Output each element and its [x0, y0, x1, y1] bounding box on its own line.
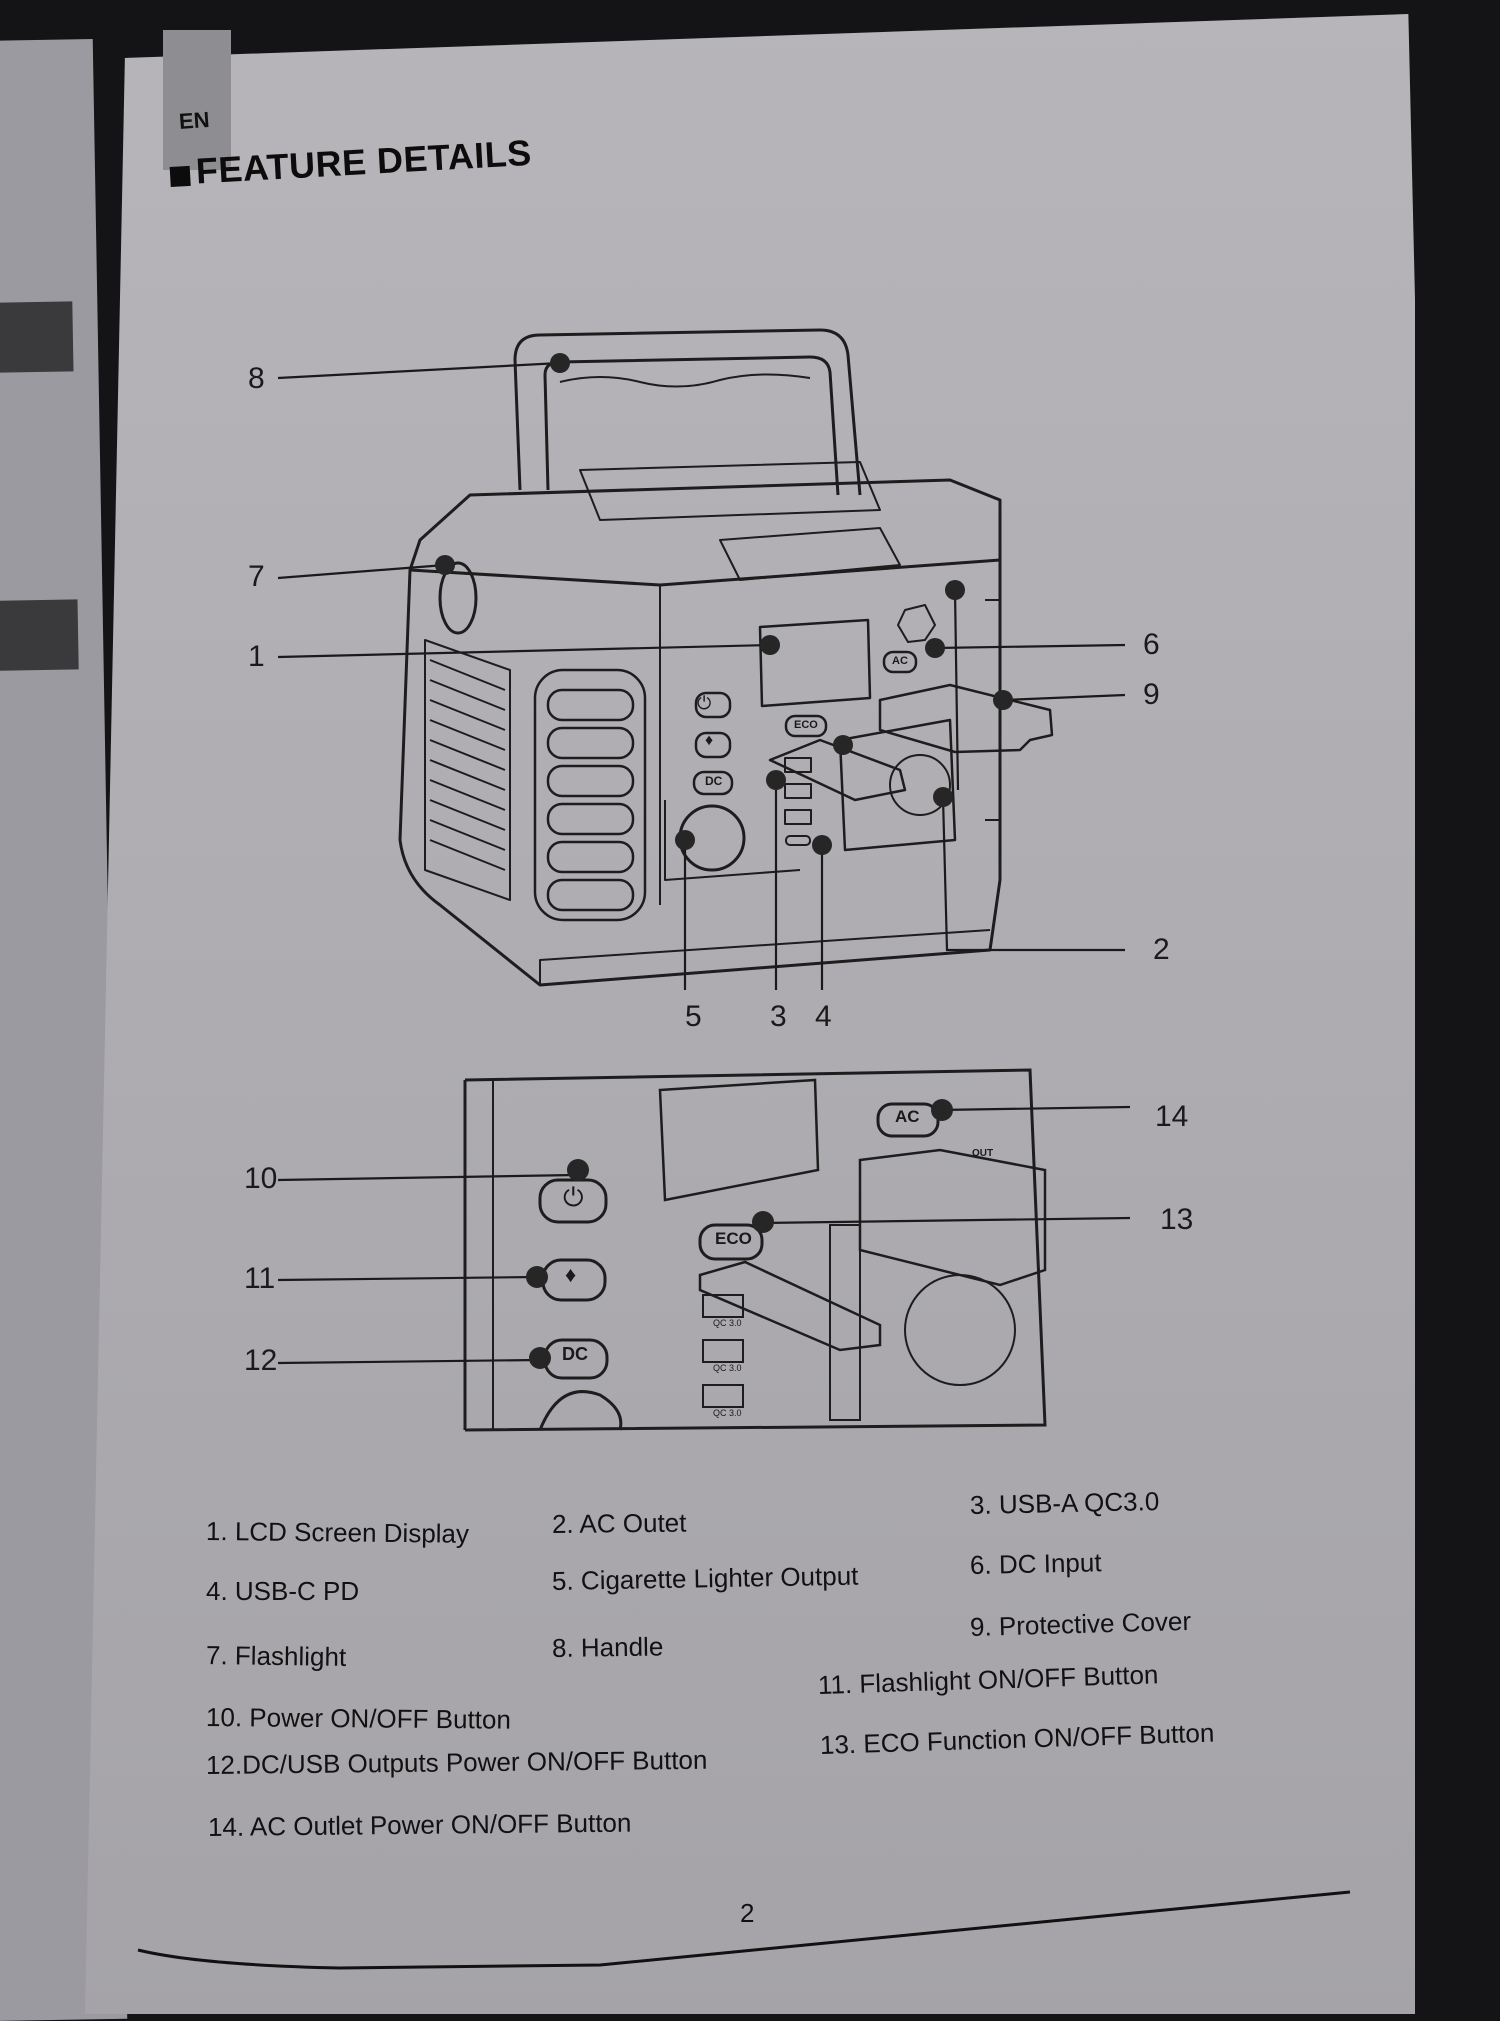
detail-usb-label: QC 3.0	[713, 1318, 742, 1328]
language-tab	[163, 30, 231, 170]
legend-item-8: 8. Handle	[551, 1631, 664, 1663]
detail-lcd	[658, 1078, 820, 1202]
legend-item-12: 12.DC/USB Outputs Power ON/OFF Button	[205, 1744, 708, 1780]
legend-item-6: 6. DC Input	[969, 1547, 1102, 1580]
callout-9: 9	[1143, 678, 1160, 711]
detail-diagram-drawing	[463, 1068, 1047, 1432]
ac-socket	[838, 718, 957, 852]
detail-usb-label: QC 3.0	[713, 1408, 742, 1418]
callout-5: 5	[685, 1000, 702, 1033]
callout-13: 13	[1160, 1203, 1194, 1236]
legend-item-1: 1. LCD Screen Display	[205, 1516, 470, 1549]
footer-rule	[137, 1890, 1351, 1970]
legend-item-4: 4. USB-C PD	[206, 1576, 360, 1606]
detail-usb-cover	[698, 1260, 882, 1352]
legend-item-10: 10. Power ON/OFF Button	[205, 1702, 512, 1735]
callout-11: 11	[244, 1262, 276, 1295]
body-main	[398, 560, 1002, 987]
callout-2: 2	[1153, 933, 1170, 966]
callout-7: 7	[248, 560, 265, 593]
callout-12: 12	[244, 1344, 278, 1377]
manual-page	[85, 14, 1415, 2014]
legend-item-2: 2. AC Outet	[551, 1507, 687, 1539]
usb-cover	[768, 738, 907, 802]
dc-input-port	[897, 604, 936, 643]
flashlight-icon: ♦	[705, 732, 714, 749]
detail-flashlight-icon: ♦	[565, 1262, 577, 1287]
flashlight-lens	[438, 561, 478, 635]
side-slots	[533, 668, 647, 922]
detail-out-label: OUT	[972, 1148, 994, 1159]
detail-ac-label: AC	[895, 1107, 920, 1126]
power-icon: ⏻	[697, 693, 712, 713]
callout-1: 1	[248, 640, 265, 673]
lcd-screen	[758, 618, 872, 708]
detail-power-icon: ⏻	[563, 1182, 584, 1212]
handle-outline	[513, 328, 862, 496]
detail-eco-button	[698, 1223, 764, 1261]
callout-4: 4	[815, 1000, 832, 1033]
legend-item-9: 9. Protective Cover	[969, 1605, 1192, 1642]
legend-item-7: 7. Flashlight	[205, 1640, 347, 1672]
detail-dc-label: DC	[562, 1344, 588, 1364]
callout-10: 10	[244, 1162, 278, 1195]
ac-cover	[878, 683, 1054, 754]
detail-ac-cover	[858, 1148, 1047, 1287]
dc-button-label: DC	[705, 774, 723, 788]
callout-14: 14	[1155, 1100, 1189, 1133]
ac-button-label: AC	[892, 655, 908, 667]
page-number: 2	[740, 1898, 755, 1928]
vent-grille	[424, 639, 511, 901]
callout-8: 8	[248, 362, 265, 395]
callout-3: 3	[770, 1000, 787, 1033]
callout-6: 6	[1143, 628, 1160, 661]
legend-item-5: 5. Cigarette Lighter Output	[551, 1560, 859, 1596]
detail-power-button	[538, 1178, 608, 1224]
legend-item-3: 3. USB-A QC3.0	[969, 1486, 1160, 1520]
body-top	[408, 478, 1002, 587]
legend-item-14: 14. AC Outlet Power ON/OFF Button	[207, 1807, 632, 1842]
callout-dots	[435, 353, 1013, 855]
detail-usb-label: QC 3.0	[713, 1363, 742, 1373]
detail-eco-label: ECO	[715, 1229, 752, 1248]
eco-button-label: ECO	[794, 719, 818, 731]
